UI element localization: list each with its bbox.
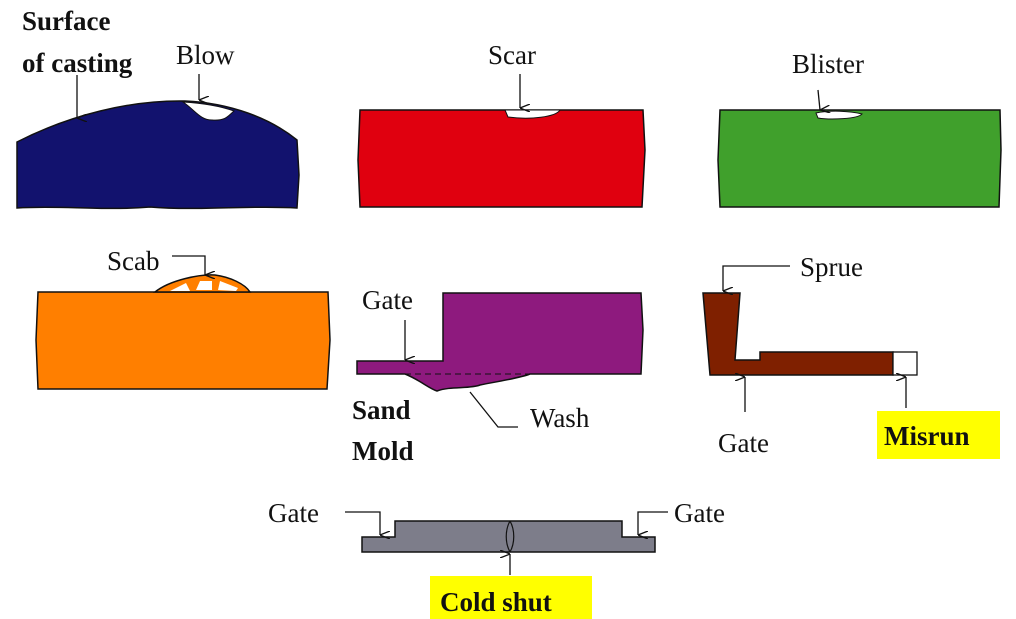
misrun-unfilled xyxy=(892,351,918,376)
scar-cavity xyxy=(504,109,561,119)
sand-label: Sand xyxy=(352,395,411,425)
sprue-label: Sprue xyxy=(800,252,863,282)
surface-label: Surface xyxy=(22,6,110,36)
scab-voids xyxy=(170,281,238,291)
surface-label-2: of casting xyxy=(22,48,133,78)
cold-shut-seam xyxy=(505,520,515,553)
blister-panel: Blister xyxy=(717,49,1002,208)
blow-cavity xyxy=(181,101,235,121)
wash-leader xyxy=(469,391,518,428)
misrun-panel: Sprue Gate Misrun xyxy=(702,252,1000,459)
scab-casting-shape xyxy=(35,291,331,390)
blow-casting-shape xyxy=(16,100,300,210)
gate-left-arrow xyxy=(345,511,380,535)
mold-label: Mold xyxy=(352,436,414,466)
scab-label: Scab xyxy=(107,246,159,276)
gate-label: Gate xyxy=(362,285,413,315)
blister-label: Blister xyxy=(792,49,864,79)
wash-panel: Gate Sand Mold Wash xyxy=(352,285,644,466)
cold-shut-highlight xyxy=(430,576,592,619)
blister-arrow xyxy=(817,89,820,110)
scar-panel: Scar xyxy=(357,40,646,208)
blow-panel: Surface of casting Blow xyxy=(16,6,300,210)
gate-left-label: Gate xyxy=(268,498,319,528)
blister-casting-shape xyxy=(717,109,1002,208)
blow-label: Blow xyxy=(176,40,235,70)
scar-label: Scar xyxy=(488,40,536,70)
gate-label: Gate xyxy=(718,428,769,458)
scab-arrow xyxy=(172,255,205,275)
wash-label: Wash xyxy=(530,403,590,433)
cold-shut-casting-shape xyxy=(361,520,656,553)
cold-shut-panel: Gate Gate Cold shut xyxy=(268,498,725,619)
sprue-arrow xyxy=(722,265,790,291)
gate-right-label: Gate xyxy=(674,498,725,528)
scar-casting-shape xyxy=(357,109,646,208)
misrun-highlight xyxy=(877,411,1000,459)
cold-shut-label: Cold shut xyxy=(440,587,552,617)
misrun-label: Misrun xyxy=(884,421,970,451)
gate-right-arrow xyxy=(637,511,668,535)
scab-panel: Scab xyxy=(35,246,331,390)
misrun-casting-shape xyxy=(702,292,894,376)
